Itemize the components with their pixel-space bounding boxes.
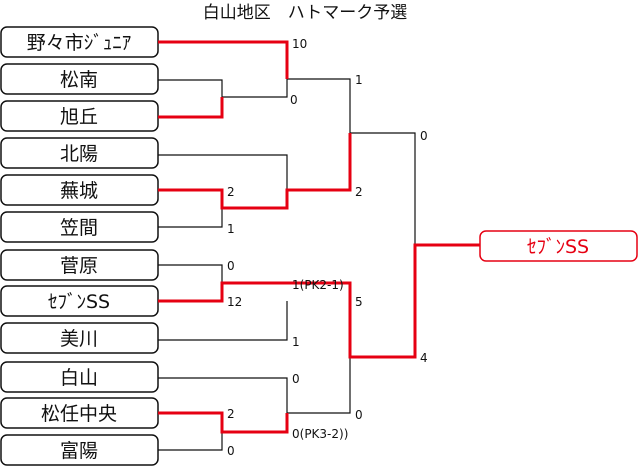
scores: 10 0 1 2 2 1 0 12 1(PK2-1) 1 5 0 2 0 0 0… <box>227 37 428 458</box>
score-label: 2 <box>227 185 235 199</box>
score-label: 1 <box>355 73 363 87</box>
team-name: 菅原 <box>60 255 98 277</box>
score-label: 1 <box>227 222 235 236</box>
team-name: 富陽 <box>60 440 98 462</box>
team-entry: 菅原 <box>0 249 159 281</box>
score-label: 4 <box>420 351 428 365</box>
team-name: 笠間 <box>60 217 98 239</box>
score-label: 1(PK2-1) <box>292 278 344 292</box>
team-entry: 蕪城 <box>0 174 159 206</box>
score-label: 0 <box>420 129 428 143</box>
team-entry: 北陽 <box>0 137 159 169</box>
score-label: 0(PK3-2)) <box>292 427 348 441</box>
team-entry: 松南 <box>0 63 159 95</box>
team-name: 旭丘 <box>60 106 98 128</box>
score-label: 0 <box>292 372 300 386</box>
page-title: 白山地区 ハトマーク予選 <box>203 3 408 23</box>
team-name: 松南 <box>60 69 98 91</box>
bracket-lines <box>158 78 416 451</box>
team-entry: 富陽 <box>0 434 159 466</box>
champion-entry: ｾﾌﾞﾝSS <box>479 230 638 262</box>
team-name: 白山 <box>60 367 98 389</box>
team-entry: 松任中央 <box>0 397 159 429</box>
score-label: 2 <box>227 407 235 421</box>
score-label: 0 <box>227 444 235 458</box>
score-label: 0 <box>227 259 235 273</box>
score-label: 10 <box>292 37 307 51</box>
team-entry: 白山 <box>0 361 159 393</box>
champion-name: ｾﾌﾞﾝSS <box>527 236 589 258</box>
team-name: ｾﾌﾞﾝSS <box>48 291 110 313</box>
score-label: 0 <box>355 408 363 422</box>
team-entry: 野々市ｼﾞｭﾆｱ <box>0 26 159 58</box>
score-label: 1 <box>292 335 300 349</box>
team-entry: 旭丘 <box>0 100 159 132</box>
winning-path <box>158 40 480 434</box>
score-label: 12 <box>227 295 242 309</box>
score-label: 5 <box>355 295 363 309</box>
team-name: 野々市ｼﾞｭﾆｱ <box>27 32 132 54</box>
score-label: 0 <box>290 93 298 107</box>
score-label: 2 <box>355 185 363 199</box>
team-entry: 美川 <box>0 322 159 354</box>
team-name: 美川 <box>60 328 98 350</box>
team-entry: 笠間 <box>0 211 159 243</box>
team-name: 蕪城 <box>60 180 98 202</box>
team-name: 松任中央 <box>41 403 117 425</box>
team-name: 北陽 <box>60 143 98 165</box>
team-entry: ｾﾌﾞﾝSS <box>0 285 159 317</box>
